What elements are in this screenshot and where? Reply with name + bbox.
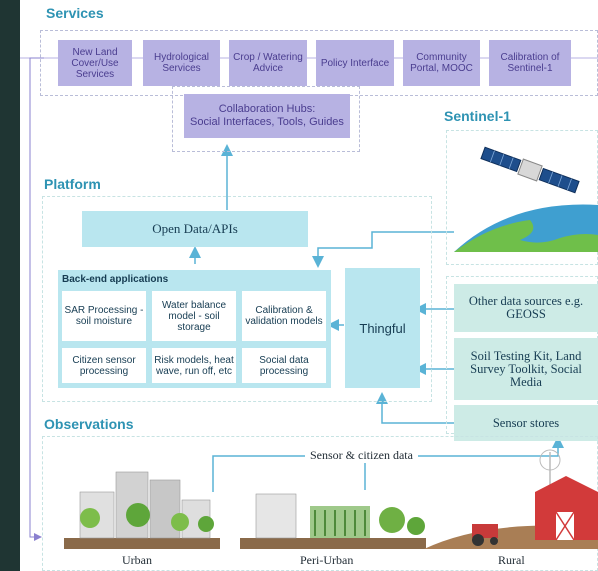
sensor-stores-arrow xyxy=(376,392,454,424)
observation-illustrations xyxy=(64,449,598,549)
services-heading: Services xyxy=(46,5,104,21)
collab-hubs-title: Collaboration Hubs: xyxy=(218,103,316,115)
backend-box: Back-end applications SAR Processing - s… xyxy=(58,270,331,388)
service-box-calibration: Calibration of Sentinel-1 xyxy=(489,40,571,86)
peri-urban-illustration xyxy=(240,493,426,549)
platform-frame xyxy=(42,196,432,402)
collab-hubs-box: Collaboration Hubs: Social Interfaces, T… xyxy=(184,94,350,138)
app-sar-processing: SAR Processing - soil moisture xyxy=(62,291,146,341)
feedback-loop-line xyxy=(29,57,44,541)
source-soil-kit: Soil Testing Kit, Land Survey Toolkit, S… xyxy=(454,338,598,400)
collab-hubs-subtitle: Social Interfaces, Tools, Guides xyxy=(190,116,344,128)
sentinel-heading: Sentinel-1 xyxy=(444,108,511,124)
sensor-data-label: Sensor & citizen data xyxy=(305,448,418,463)
observations-heading: Observations xyxy=(44,416,134,432)
thingful-box: Thingful xyxy=(345,268,420,388)
collab-frame xyxy=(172,86,360,152)
caption-peri-urban: Peri-Urban xyxy=(300,553,354,567)
sentinel-illustration xyxy=(454,146,598,252)
caption-urban: Urban xyxy=(122,553,152,567)
urban-illustration xyxy=(64,471,220,549)
open-data-box: Open Data/APIs xyxy=(82,211,308,247)
service-box-community: Community Portal, MOOC xyxy=(403,40,480,86)
backend-title: Back-end applications xyxy=(62,274,169,285)
source-sensor-stores: Sensor stores xyxy=(454,405,598,441)
rural-illustration xyxy=(424,449,598,549)
app-citizen-sensor: Citizen sensor processing xyxy=(62,348,146,383)
app-risk-models: Risk models, heat wave, run off, etc xyxy=(152,348,236,383)
app-calibration-validation: Calibration & validation models xyxy=(242,291,326,341)
platform-heading: Platform xyxy=(44,176,101,192)
app-water-balance: Water balance model - soil storage xyxy=(152,291,236,341)
caption-rural: Rural xyxy=(498,553,525,567)
service-box-hydrological: Hydrological Services xyxy=(143,40,220,86)
service-box-policy: Policy Interface xyxy=(316,40,394,86)
sentinel-arrow xyxy=(312,231,454,268)
service-box-land-cover: New Land Cover/Use Services xyxy=(58,40,132,86)
diagram-canvas: Services New Land Cover/Use Services Hyd… xyxy=(20,0,598,571)
source-other-data: Other data sources e.g. GEOSS xyxy=(454,284,598,332)
app-social-data: Social data processing xyxy=(242,348,326,383)
satellite-icon xyxy=(480,146,580,194)
earth-icon xyxy=(454,204,598,252)
service-box-crop-advice: Crop / Watering Advice xyxy=(229,40,307,86)
